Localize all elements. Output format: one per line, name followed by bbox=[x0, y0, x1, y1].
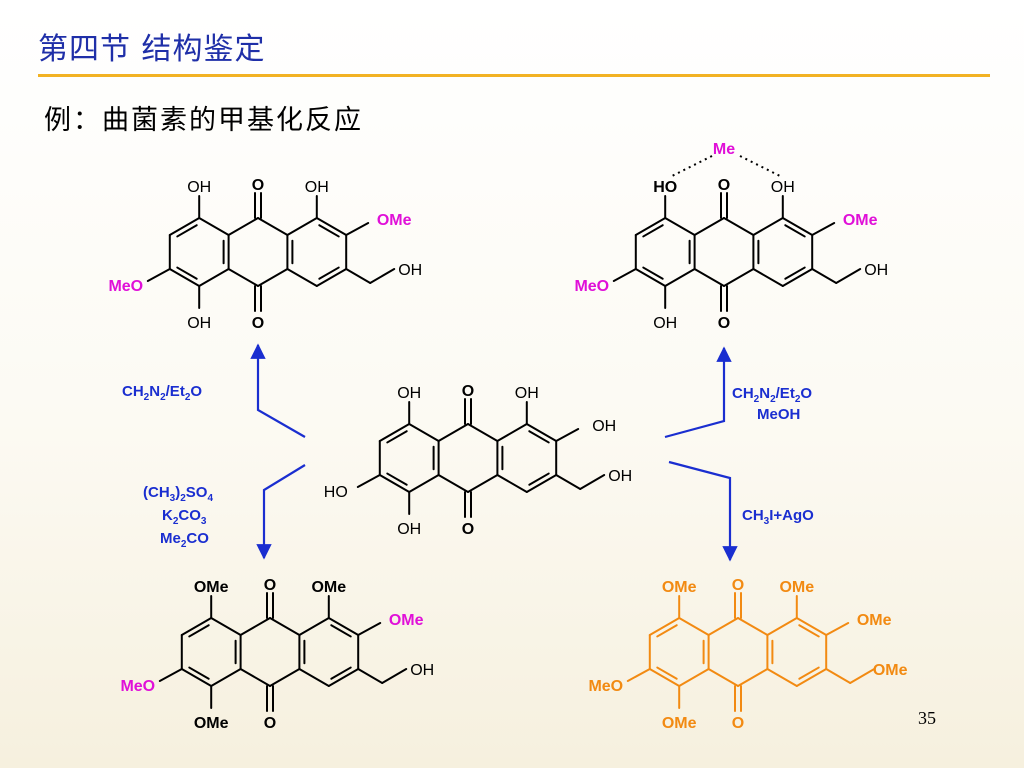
label-ring-substituent: OMe bbox=[857, 612, 892, 629]
reagent-top-right-2: MeOH bbox=[757, 406, 800, 423]
slide-title: 第四节 结构鉴定 bbox=[38, 32, 266, 67]
label-peri-bottom-left: OH bbox=[397, 521, 421, 538]
label-peri-top-right: OH bbox=[305, 179, 329, 196]
label-sidechain: OMe bbox=[873, 662, 908, 679]
label-peri-top-right: OH bbox=[515, 385, 539, 402]
label-peri-top-right: OMe bbox=[779, 579, 814, 596]
label-peri-bottom-left: OH bbox=[187, 315, 211, 332]
reagent-bottom-right: CH3I+AgO bbox=[742, 507, 814, 527]
slide-subtitle: 例：曲菌素的甲基化反应 bbox=[44, 105, 363, 136]
reagent-top-left: CH2N2/Et2O bbox=[122, 383, 202, 403]
molecule-center: OH O OH OH HO OH OH O bbox=[324, 383, 632, 538]
reagent-top-right-1: CH2N2/Et2O bbox=[732, 385, 812, 405]
reaction-arrows bbox=[250, 343, 738, 562]
title-underline bbox=[38, 74, 990, 77]
label-left-substituent: MeO bbox=[574, 278, 609, 295]
label-left-substituent: MeO bbox=[588, 678, 623, 695]
label-ring-substituent: OMe bbox=[389, 612, 424, 629]
reagent-bottom-left-1: (CH3)2SO4 bbox=[143, 484, 213, 504]
label-peri-top-left: OH bbox=[397, 385, 421, 402]
label-carbonyl-top: O bbox=[718, 177, 730, 194]
label-carbonyl-bottom: O bbox=[462, 521, 474, 538]
label-carbonyl-bottom: O bbox=[252, 315, 264, 332]
label-left-substituent: MeO bbox=[108, 278, 143, 295]
reagent-bottom-left-3: Me2CO bbox=[160, 530, 209, 550]
label-ring-substituent: OH bbox=[592, 418, 616, 435]
label-peri-bottom-left: OMe bbox=[194, 715, 229, 732]
label-carbonyl-top: O bbox=[264, 577, 276, 594]
label-sidechain: OH bbox=[410, 662, 434, 679]
arrow-bottom-left bbox=[256, 464, 306, 560]
label-sidechain: OH bbox=[864, 262, 888, 279]
arrow-bottom-right bbox=[668, 460, 738, 562]
label-left-substituent: HO bbox=[324, 484, 348, 501]
arrow-top-left bbox=[250, 343, 306, 438]
label-peri-bottom-left: OMe bbox=[662, 715, 697, 732]
page-number: 35 bbox=[918, 708, 936, 728]
label-carbonyl-top: O bbox=[252, 177, 264, 194]
label-peri-top-left: OMe bbox=[662, 579, 697, 596]
label-left-substituent: MeO bbox=[120, 678, 155, 695]
label-peri-top-left: OH bbox=[187, 179, 211, 196]
label-carbonyl-bottom: O bbox=[732, 715, 744, 732]
label-carbonyl-bottom: O bbox=[718, 315, 730, 332]
label-ring-substituent: OMe bbox=[377, 212, 412, 229]
label-peri-top-right: OH bbox=[771, 179, 795, 196]
label-peri-bottom-left: OH bbox=[653, 315, 677, 332]
label-carbonyl-top: O bbox=[732, 577, 744, 594]
label-me-bridge: Me bbox=[713, 141, 735, 158]
label-carbonyl-top: O bbox=[462, 383, 474, 400]
label-peri-top-left: HO bbox=[653, 179, 677, 196]
reagent-bottom-left-2: K2CO3 bbox=[162, 507, 207, 527]
label-peri-top-left: OMe bbox=[194, 579, 229, 596]
label-sidechain: OH bbox=[608, 468, 632, 485]
arrow-top-right bbox=[664, 346, 732, 439]
label-peri-top-right: OMe bbox=[311, 579, 346, 596]
label-sidechain: OH bbox=[398, 262, 422, 279]
label-carbonyl-bottom: O bbox=[264, 715, 276, 732]
label-ring-substituent: OMe bbox=[843, 212, 878, 229]
